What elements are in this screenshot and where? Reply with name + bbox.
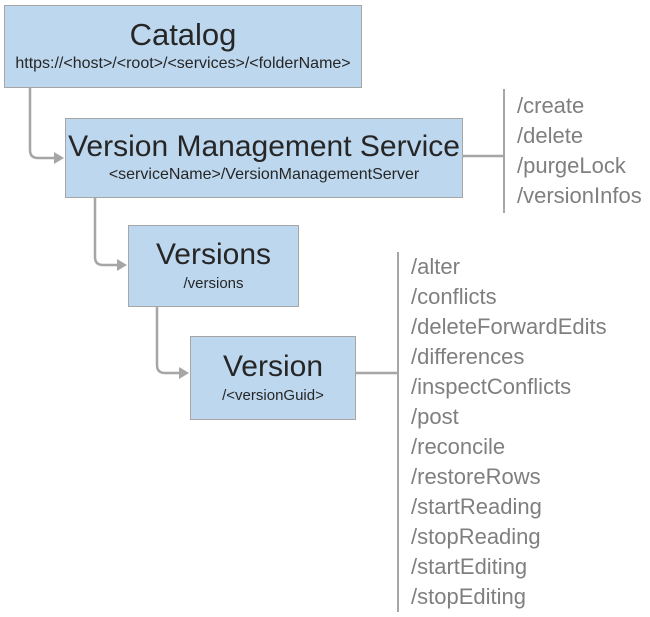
operation-item: /startEditing <box>411 554 528 579</box>
operation-item: /post <box>411 404 459 429</box>
connector-catalog-to-vms <box>28 88 55 160</box>
operation-item: /restoreRows <box>411 464 541 489</box>
versions-url-pattern: /versions <box>183 275 244 293</box>
operation-item: /differences <box>411 344 525 369</box>
version-title: Version <box>222 350 324 384</box>
node-version: Version /<versionGuid> <box>190 336 356 420</box>
versions-title: Versions <box>155 238 272 272</box>
catalog-url-pattern: https://<host>/<root>/<services>/<folder… <box>15 55 351 73</box>
connector-versions-to-version <box>155 307 180 375</box>
catalog-title: Catalog <box>129 16 237 52</box>
operation-item: /create <box>517 93 585 118</box>
operation-item: /delete <box>517 123 584 148</box>
node-version-management-service: Version Management Service <serviceName>… <box>65 118 463 198</box>
vms-operations-list: /create/delete/purgeLock/versionInfos <box>503 89 642 213</box>
operation-item: /startReading <box>411 494 542 519</box>
node-catalog: Catalog https://<host>/<root>/<services>… <box>4 5 362 88</box>
operation-item: /stopEditing <box>411 584 526 609</box>
node-versions: Versions /versions <box>128 225 299 307</box>
version-operations-list: /alter/conflicts/deleteForwardEdits/diff… <box>397 252 607 612</box>
operation-item: /stopReading <box>411 524 541 549</box>
version-url-pattern: /<versionGuid> <box>222 387 324 405</box>
arrowhead-vms <box>54 152 64 164</box>
operation-item: /versionInfos <box>517 183 642 208</box>
arrowhead-version <box>179 367 189 379</box>
connector-vms-to-versions <box>93 198 118 267</box>
operation-item: /purgeLock <box>517 153 626 178</box>
operation-item: /reconcile <box>411 434 506 459</box>
vms-url-pattern: <serviceName>/VersionManagementServer <box>108 166 420 184</box>
operation-item: /deleteForwardEdits <box>411 314 607 339</box>
arrowhead-versions <box>117 259 127 271</box>
vms-title: Version Management Service <box>68 129 460 163</box>
operation-item: /conflicts <box>411 284 497 309</box>
operation-item: /alter <box>411 254 460 279</box>
operation-item: /inspectConflicts <box>411 374 572 399</box>
